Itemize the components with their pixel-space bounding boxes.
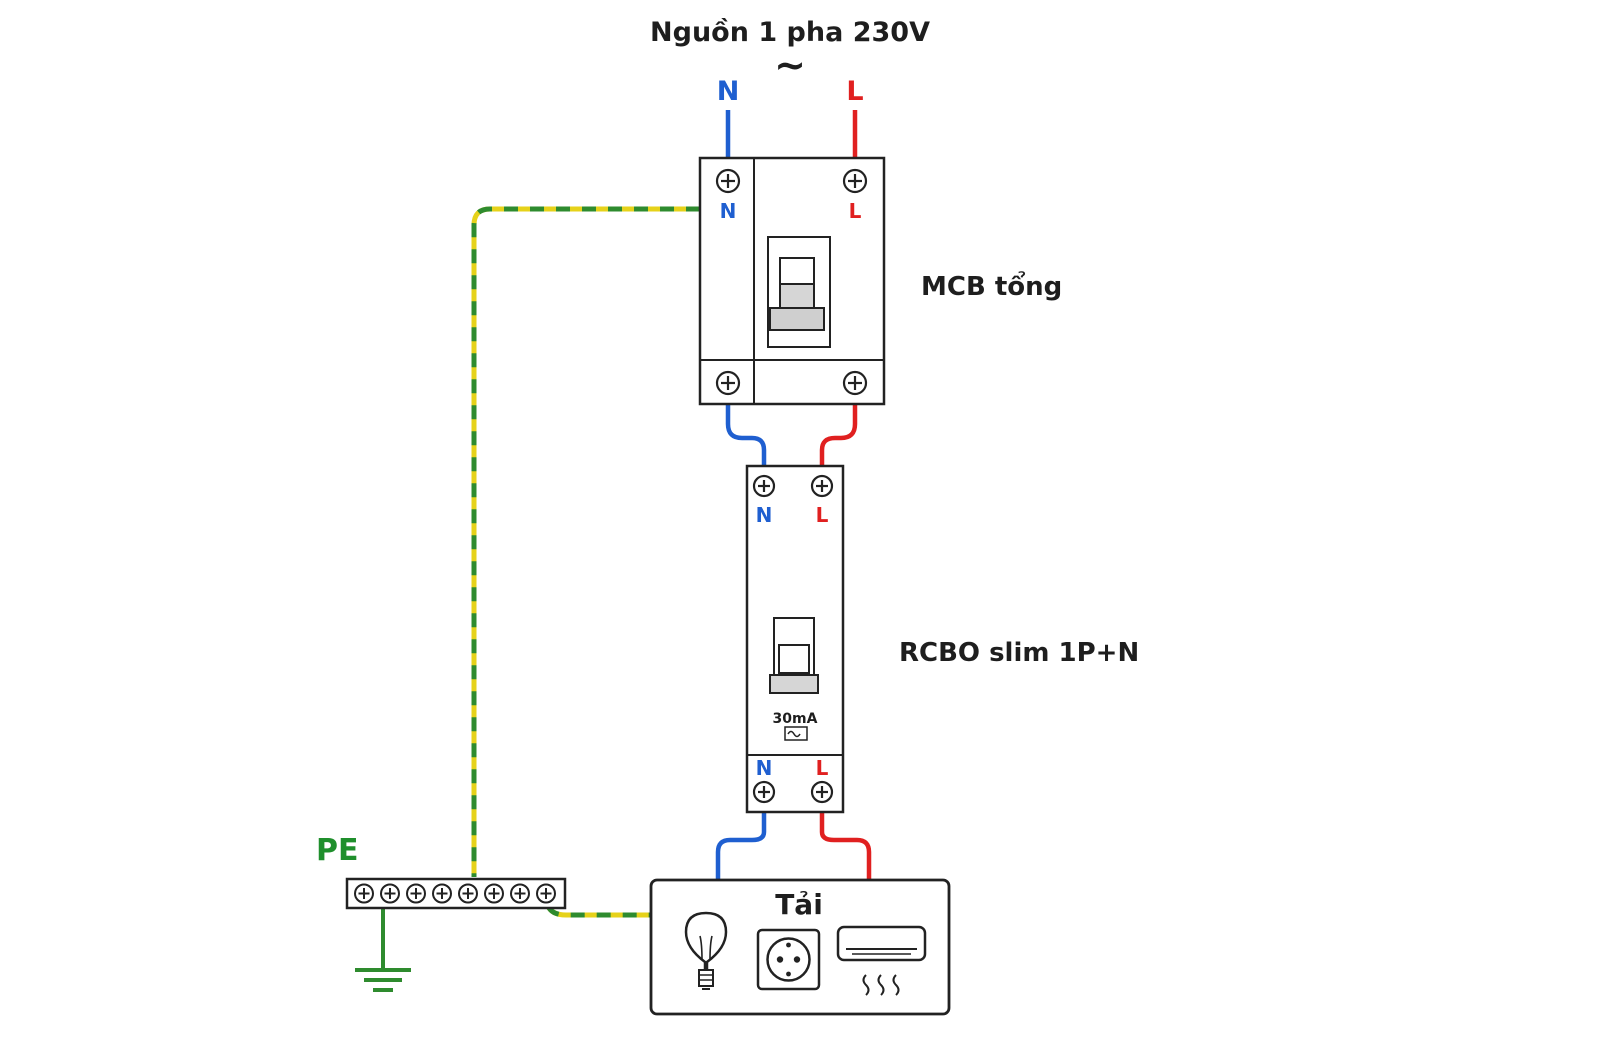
pe-terminal-screw (354, 883, 374, 904)
socket-icon (756, 928, 821, 991)
rcbo-load-live-wire (819, 812, 872, 880)
rcbo-top-l-label: L (816, 503, 829, 527)
load-box: Tải (649, 878, 951, 1016)
rcbo-load-neutral-wire (715, 812, 767, 880)
rcbo-top-n-label: N (756, 503, 773, 527)
pe-terminal-screw (536, 883, 556, 904)
mcb-n-label: N (720, 199, 737, 223)
mcb-terminal-l-bottom (842, 370, 868, 396)
pe-busbar (345, 877, 567, 910)
rcbo-label: RCBO slim 1P+N (899, 638, 1139, 668)
rcbo-bottom-l-label: L (816, 756, 829, 780)
rcbo-terminal-n-bottom (752, 780, 776, 804)
mcb-terminal-n-top (715, 168, 741, 194)
pe-terminal-screw (406, 883, 426, 904)
source-n-label: N (717, 76, 740, 107)
mcb-toggle-lever (767, 236, 831, 348)
mcb-label: MCB tổng (921, 269, 1062, 302)
rcbo-toggle-lever (769, 617, 819, 694)
earth-wire-mcb (471, 206, 700, 877)
mcb-l-label: L (849, 199, 862, 223)
mcb-rcbo-neutral-wire (725, 404, 767, 466)
mcb-main-breaker: N L (698, 156, 886, 406)
ac-symbol: ~ (774, 43, 806, 87)
mcb-rcbo-live-wire (819, 404, 858, 466)
pe-terminal-screw (510, 883, 530, 904)
rcbo-breaker: N L 30mA N L (745, 464, 845, 814)
rcbo-bottom-n-label: N (756, 756, 773, 780)
air-conditioner-icon (836, 925, 927, 996)
ground-icon (355, 968, 411, 992)
rcd-wave-icon (784, 726, 808, 741)
rcbo-terminal-l-top (810, 474, 834, 498)
mcb-terminal-n-bottom (715, 370, 741, 396)
source-l-label: L (846, 76, 863, 107)
bulb-icon (684, 911, 728, 990)
pe-terminals (354, 883, 556, 904)
pe-terminal-screw (458, 883, 478, 904)
source-title: Nguồn 1 pha 230V (650, 17, 930, 48)
pe-terminal-screw (432, 883, 452, 904)
pe-label: PE (316, 833, 358, 868)
pe-terminal-screw (484, 883, 504, 904)
pe-terminal-screw (380, 883, 400, 904)
rcbo-terminal-n-top (752, 474, 776, 498)
rcbo-rating: 30mA (773, 711, 818, 727)
mcb-terminal-l-top (842, 168, 868, 194)
load-label: Tải (775, 888, 823, 921)
rcbo-terminal-l-bottom (810, 780, 834, 804)
